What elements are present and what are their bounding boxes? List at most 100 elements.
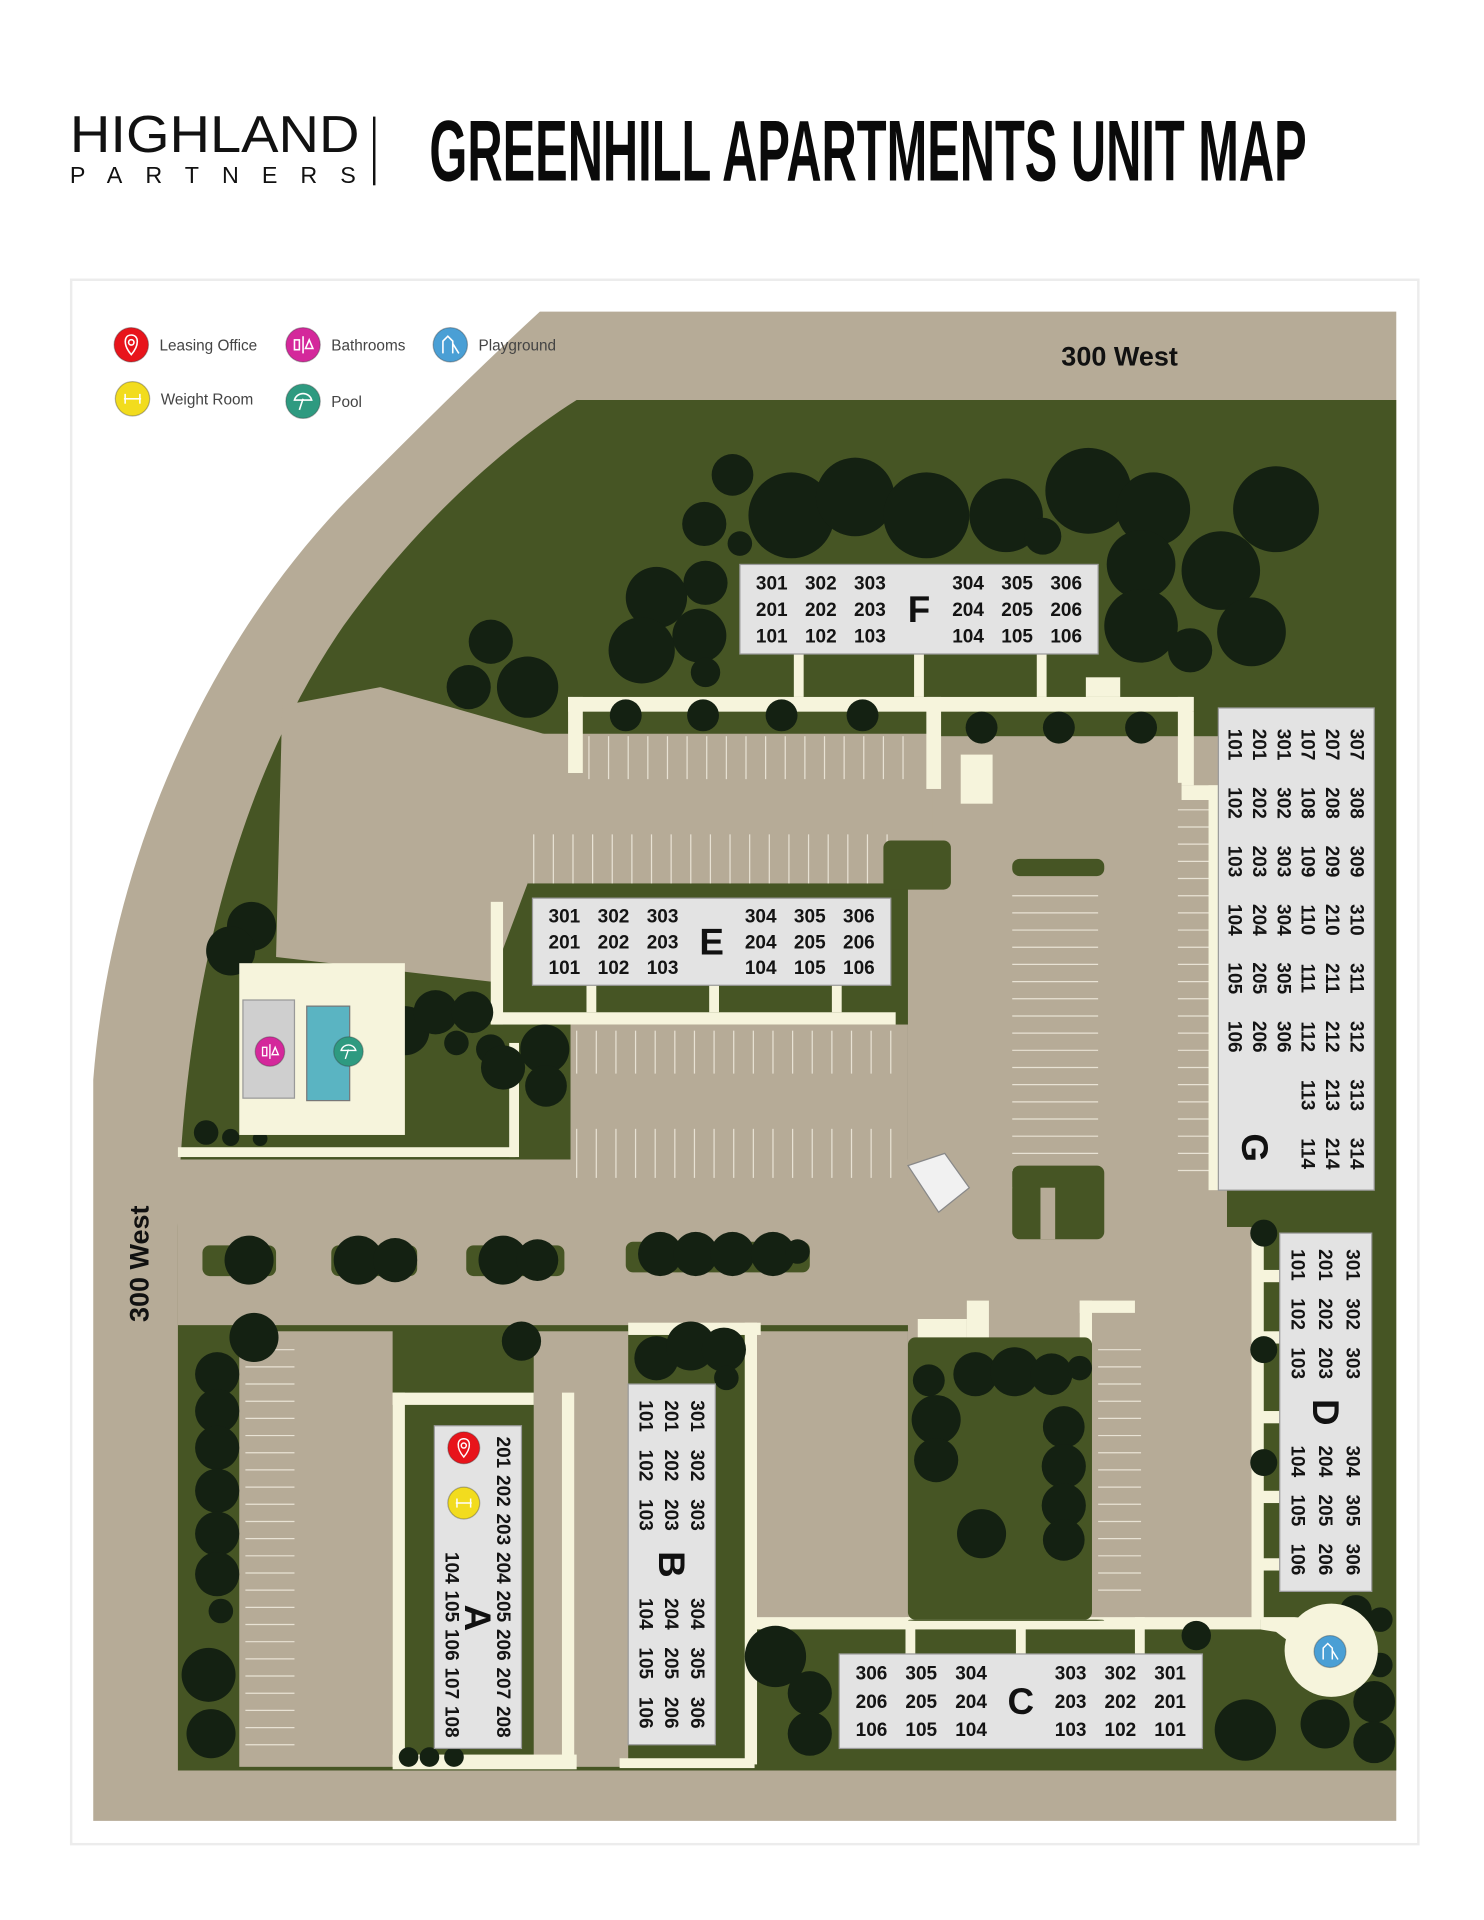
unit-label[interactable]: 203 [1055,1692,1087,1713]
unit-label[interactable]: 206 [492,1629,513,1661]
unit-label[interactable]: 204 [660,1598,681,1630]
unit-label[interactable]: 101 [1287,1249,1308,1281]
unit-label[interactable]: 103 [1224,846,1245,878]
unit-label[interactable]: 211 [1321,963,1342,994]
unit-label[interactable]: 302 [1272,787,1293,819]
unit-label[interactable]: 208 [1321,787,1342,819]
unit-label[interactable]: 204 [745,932,777,953]
unit-label[interactable]: 306 [843,907,875,928]
unit-label[interactable]: 102 [805,627,837,648]
unit-label[interactable]: 306 [856,1664,888,1685]
unit-label[interactable]: 106 [440,1629,461,1661]
unit-label[interactable]: 103 [634,1499,655,1531]
unit-label[interactable]: 201 [1154,1692,1186,1713]
unit-label[interactable]: 303 [1272,846,1293,878]
unit-label[interactable]: 302 [598,907,630,928]
unit-label[interactable]: 206 [856,1692,888,1713]
unit-label[interactable]: 205 [1314,1495,1335,1527]
unit-label[interactable]: 202 [598,932,630,953]
unit-label[interactable]: 101 [1224,729,1245,761]
unit-label[interactable]: 204 [1248,904,1269,936]
unit-label[interactable]: 301 [756,573,788,594]
unit-label[interactable]: 314 [1345,1138,1366,1170]
unit-label[interactable]: 312 [1345,1021,1366,1053]
unit-label[interactable]: 101 [549,958,581,979]
building-d[interactable]: 3013023033043053062012022032042052061011… [1279,1232,1373,1593]
unit-label[interactable]: 202 [660,1450,681,1482]
unit-label[interactable]: 207 [1321,729,1342,761]
unit-label[interactable]: 106 [1287,1544,1308,1576]
weight-room-marker[interactable] [447,1486,481,1520]
unit-label[interactable]: 310 [1345,904,1366,936]
unit-label[interactable]: 306 [1050,573,1082,594]
unit-label[interactable]: 305 [1001,573,1033,594]
unit-label[interactable]: 203 [492,1514,513,1546]
bathrooms-marker[interactable] [254,1036,286,1067]
unit-label[interactable]: 304 [955,1664,987,1685]
unit-label[interactable]: 214 [1321,1138,1342,1170]
unit-label[interactable]: 303 [1341,1347,1362,1379]
unit-label[interactable]: 203 [1314,1347,1335,1379]
unit-label[interactable]: 202 [805,600,837,621]
unit-label[interactable]: 205 [794,932,826,953]
unit-label[interactable]: 108 [440,1706,461,1738]
unit-label[interactable]: 305 [1341,1495,1362,1527]
unit-label[interactable]: 105 [1001,627,1033,648]
unit-label[interactable]: 311 [1345,963,1366,994]
unit-label[interactable]: 206 [660,1697,681,1729]
unit-label[interactable]: 202 [1314,1298,1335,1330]
unit-label[interactable]: 201 [1248,729,1269,761]
unit-label[interactable]: 206 [843,932,875,953]
unit-label[interactable]: 106 [843,958,875,979]
unit-label[interactable]: 201 [492,1437,513,1469]
unit-label[interactable]: 203 [647,932,679,953]
unit-label[interactable]: 102 [634,1450,655,1482]
unit-label[interactable]: 114 [1297,1138,1318,1169]
unit-label[interactable]: 302 [805,573,837,594]
unit-label[interactable]: 205 [1248,962,1269,994]
unit-label[interactable]: 305 [905,1664,937,1685]
unit-label[interactable]: 305 [686,1647,707,1679]
building-b[interactable]: 3013023033043053062012022032042052061011… [627,1383,716,1746]
legend-item-bathrooms[interactable]: Bathrooms [285,327,406,363]
unit-label[interactable]: 102 [598,958,630,979]
unit-label[interactable]: 302 [686,1450,707,1482]
unit-label[interactable]: 202 [1105,1692,1137,1713]
unit-label[interactable]: 111 [1297,963,1318,993]
unit-label[interactable]: 313 [1345,1079,1366,1111]
unit-label[interactable]: 104 [634,1598,655,1630]
unit-label[interactable]: 204 [492,1552,513,1584]
unit-label[interactable]: 106 [856,1720,888,1741]
unit-label[interactable]: 207 [492,1667,513,1699]
legend-item-playground[interactable]: Playground [432,327,556,363]
unit-label[interactable]: 103 [1055,1720,1087,1741]
unit-label[interactable]: 106 [634,1697,655,1729]
unit-label[interactable]: 306 [1341,1544,1362,1576]
unit-label[interactable]: 305 [794,907,826,928]
unit-label[interactable]: 301 [549,907,581,928]
unit-label[interactable]: 101 [634,1400,655,1432]
unit-label[interactable]: 209 [1321,846,1342,878]
leasing-office-marker[interactable] [447,1431,481,1465]
unit-label[interactable]: 108 [1297,787,1318,819]
unit-label[interactable]: 205 [1001,600,1033,621]
unit-label[interactable]: 205 [905,1692,937,1713]
unit-label[interactable]: 309 [1345,846,1366,878]
unit-label[interactable]: 304 [952,573,984,594]
unit-label[interactable]: 301 [1341,1249,1362,1281]
unit-label[interactable]: 302 [1105,1664,1137,1685]
unit-label[interactable]: 106 [1050,627,1082,648]
unit-label[interactable]: 205 [660,1647,681,1679]
unit-label[interactable]: 213 [1321,1079,1342,1111]
unit-label[interactable]: 104 [1287,1445,1308,1477]
unit-label[interactable]: 104 [745,958,777,979]
unit-label[interactable]: 303 [686,1499,707,1531]
unit-label[interactable]: 103 [1287,1347,1308,1379]
unit-label[interactable]: 102 [1105,1720,1137,1741]
unit-label[interactable]: 110 [1297,905,1318,936]
unit-label[interactable]: 301 [1154,1664,1186,1685]
unit-label[interactable]: 105 [905,1720,937,1741]
unit-label[interactable]: 102 [1224,787,1245,819]
